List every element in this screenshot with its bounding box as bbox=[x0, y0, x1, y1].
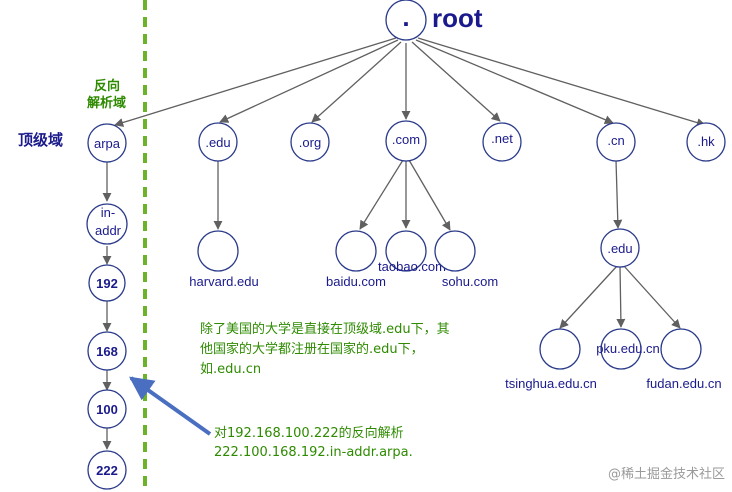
reverse-node-192: 192 bbox=[88, 264, 126, 302]
pku-label: pku.edu.cn bbox=[596, 341, 660, 356]
root-node: . root bbox=[385, 0, 483, 41]
root-dot: . bbox=[402, 2, 409, 32]
com-label: .com bbox=[392, 132, 420, 147]
leaf-pku: pku.edu.cn bbox=[596, 328, 660, 370]
hk-label: .hk bbox=[697, 134, 715, 149]
reverse-node-222: 222 bbox=[87, 450, 127, 490]
num-192-label: 192 bbox=[96, 276, 118, 291]
leaf-fudan: fudan.edu.cn bbox=[646, 328, 722, 391]
leaf-tsinghua: tsinghua.edu.cn bbox=[505, 328, 597, 391]
reverse-node-100: 100 bbox=[87, 389, 127, 429]
tld-node-cn: .cn bbox=[596, 122, 636, 162]
fudan-label: fudan.edu.cn bbox=[646, 376, 721, 391]
cn-label: .cn bbox=[607, 133, 624, 148]
num-222-label: 222 bbox=[96, 463, 118, 478]
reverse-node-168: 168 bbox=[87, 331, 127, 371]
top-level-domain-label: 顶级域 bbox=[18, 131, 63, 149]
org-label: .org bbox=[299, 135, 321, 150]
root-edges bbox=[114, 37, 706, 127]
note-line-2: 他国家的大学都注册在国家的.edu下， bbox=[200, 341, 424, 357]
leaf-taobao: taobao.com bbox=[378, 230, 446, 274]
sohu-label: sohu.com bbox=[442, 274, 498, 289]
reverse-node-in-addr: in- addr bbox=[86, 203, 128, 245]
in-label: in- bbox=[101, 205, 115, 220]
reverse-label-line1: 反向 bbox=[94, 78, 120, 94]
cn-edu-label: .edu bbox=[607, 241, 632, 256]
note-line-3: 如.edu.cn bbox=[200, 361, 261, 377]
taobao-label: taobao.com bbox=[378, 259, 446, 274]
tld-node-arpa: arpa bbox=[87, 123, 127, 163]
tld-node-edu: .edu bbox=[198, 122, 238, 162]
cn-edu-node: .edu bbox=[600, 228, 640, 268]
tld-node-org: .org bbox=[290, 122, 330, 162]
tld-node-net: .net bbox=[482, 122, 522, 162]
net-label: .net bbox=[491, 131, 513, 146]
root-label: root bbox=[432, 3, 483, 33]
edu-label: .edu bbox=[205, 135, 230, 150]
tsinghua-label: tsinghua.edu.cn bbox=[505, 376, 597, 391]
leaf-harvard: harvard.edu bbox=[189, 230, 259, 289]
baidu-label: baidu.com bbox=[326, 274, 386, 289]
reverse-example-line-1: 对192.168.100.222的反向解析 bbox=[214, 425, 404, 441]
addr-label: addr bbox=[95, 223, 122, 238]
tld-node-com: .com bbox=[385, 120, 427, 162]
reverse-label-line2: 解析域 bbox=[86, 95, 126, 111]
harvard-label: harvard.edu bbox=[189, 274, 258, 289]
tld-node-hk: .hk bbox=[686, 122, 726, 162]
note-line-1: 除了美国的大学是直接在顶级域.edu下，其 bbox=[200, 321, 450, 337]
leaf-baidu: baidu.com bbox=[326, 230, 386, 289]
watermark-text: @稀土掘金技术社区 bbox=[608, 466, 725, 482]
num-100-label: 100 bbox=[96, 402, 118, 417]
reverse-example-line-2: 222.100.168.192.in-addr.arpa. bbox=[214, 445, 413, 460]
num-168-label: 168 bbox=[96, 344, 118, 359]
arpa-label: arpa bbox=[94, 136, 121, 151]
leaf-sohu: sohu.com bbox=[434, 230, 498, 289]
leaf-edges bbox=[213, 159, 681, 329]
reverse-example-arrow bbox=[129, 376, 212, 436]
